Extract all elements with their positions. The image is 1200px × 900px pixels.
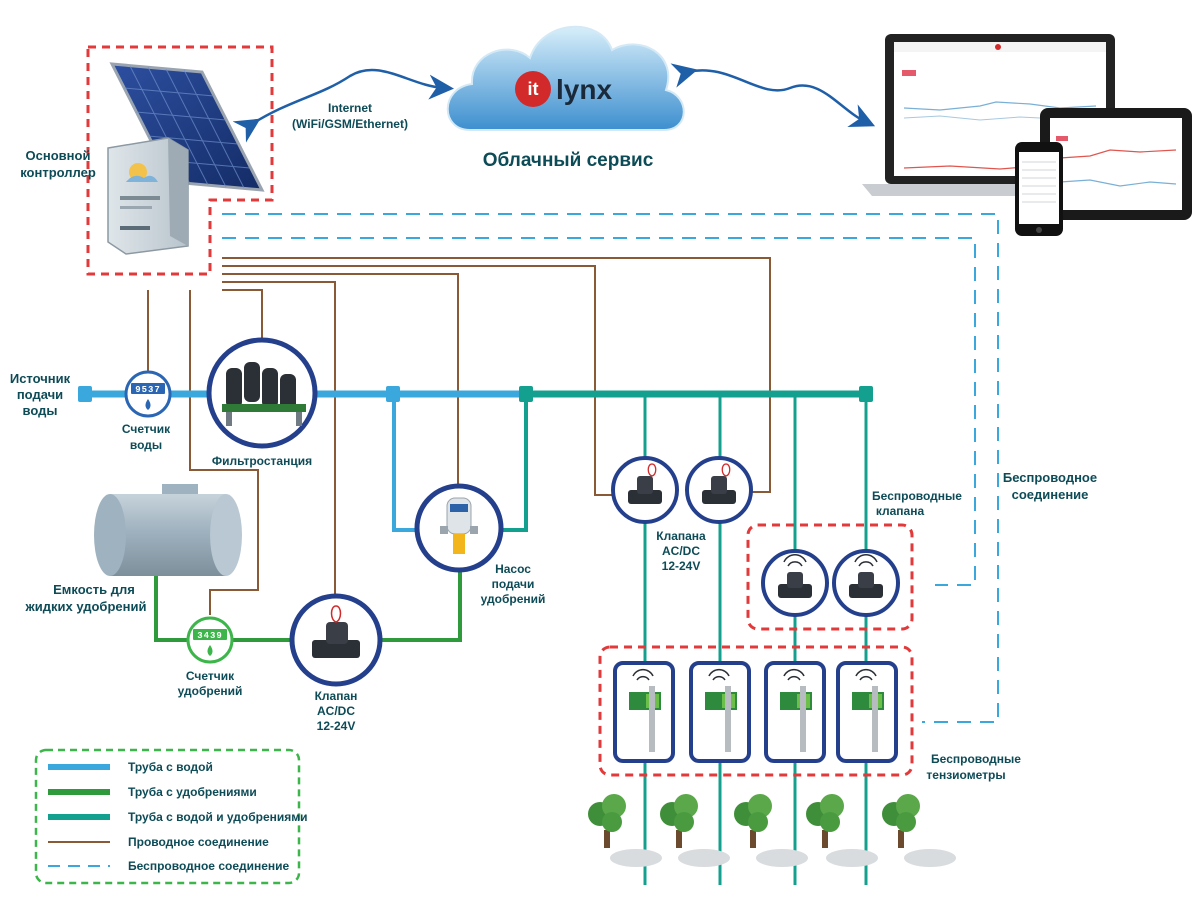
trees <box>588 794 956 867</box>
wireless-link-label-line1: Беспроводное <box>1003 470 1097 485</box>
controller-label-line1: Основной <box>26 148 91 163</box>
wire-zone-valve-2 <box>222 257 771 493</box>
fert-pump-icon <box>414 483 504 573</box>
legend-label-wireless: Беспроводное соединение <box>128 859 290 873</box>
wire-zone-valve-1 <box>222 265 612 496</box>
mix-pipes <box>488 390 868 885</box>
tree-icon <box>882 794 956 867</box>
legend-label-fert: Труба с удобрениями <box>128 785 257 799</box>
controller-box-icon <box>107 137 189 255</box>
tank-label-line1: Емкость для <box>53 582 135 597</box>
fert-meter-label-line2: удобрений <box>178 684 243 698</box>
cloud-brand-lynx: lynx <box>556 74 612 105</box>
pipe-joints <box>78 386 873 402</box>
fert-pipe-line <box>154 576 292 642</box>
fert-valve-label-line3: 12-24V <box>317 719 356 733</box>
zone-valve-1-icon <box>611 456 679 524</box>
fert-valve-icon <box>289 593 383 687</box>
fert-pump-label-line2: подачи <box>492 577 535 591</box>
tensiometers-frame <box>598 645 914 777</box>
tank-label-line2: жидких удобрений <box>25 599 147 614</box>
wireless-valves-label-line1: Беспроводные <box>872 489 962 503</box>
wired-connections <box>147 257 771 615</box>
water-meter-icon <box>124 370 172 418</box>
internet-link-left <box>232 68 454 143</box>
tree-icon <box>734 794 808 867</box>
wireless-link-label-line2: соединение <box>1012 487 1089 502</box>
zone-valves-label-line1: Клапана <box>656 529 706 543</box>
tree-icon <box>806 794 878 867</box>
tensiometer-2-icon <box>689 661 751 763</box>
water-meter-label-line2: воды <box>130 438 162 452</box>
tensiometer-3-icon <box>764 661 826 763</box>
itlynx-logo-badge <box>515 71 551 107</box>
internet-label-line2: (WiFi/GSM/Ethernet) <box>292 117 408 131</box>
tensiometers-label-line2: тензиометры <box>926 768 1005 782</box>
wire-pump <box>222 273 459 490</box>
fert-meter-digits: 3439 <box>197 631 223 641</box>
filter-station-icon <box>206 337 318 449</box>
filter-station-label: Фильтростанция <box>212 454 312 468</box>
controller-label-line2: контроллер <box>20 165 96 180</box>
water-meter-digits: 9537 <box>135 385 161 395</box>
fert-pump-label-line1: Насос <box>495 562 531 576</box>
fert-pump-label-line3: удобрений <box>481 592 546 606</box>
internet-link-right <box>670 63 876 128</box>
water-source-line1: Источник <box>10 371 71 386</box>
internet-label-line1: Internet <box>328 101 372 115</box>
cloud-caption: Облачный сервис <box>483 150 654 171</box>
wireless-to-valves <box>222 213 999 723</box>
tree-icon <box>660 794 730 867</box>
tensiometer-1-icon <box>613 661 675 763</box>
cloud-brand-it: it <box>528 79 539 99</box>
zone-valves-label-line2: AC/DC <box>662 544 700 558</box>
water-source-line2: подачи <box>17 387 63 402</box>
tensiometer-4-icon <box>836 661 898 763</box>
legend-label-mix: Труба с водой и удобрениями <box>128 810 308 824</box>
legend-label-water: Труба с водой <box>128 760 213 774</box>
phone-icon <box>1015 142 1063 236</box>
wireless-valve-1-icon <box>761 549 829 617</box>
legend-label-wired: Проводное соединение <box>128 835 269 849</box>
water-meter-label-line1: Счетчик <box>122 422 171 436</box>
tree-icon <box>588 794 662 867</box>
fert-pipe-to-pump <box>380 565 462 642</box>
fert-pipes <box>154 565 462 642</box>
wireless-valve-2-icon <box>832 549 900 617</box>
wire-fert-meter <box>189 290 259 615</box>
fert-meter-label-line1: Счетчик <box>186 669 235 683</box>
fert-valve-label-line1: Клапан <box>315 689 358 703</box>
wireless-connections <box>222 213 999 723</box>
legend-frame <box>34 748 301 885</box>
zone-valve-2-icon <box>685 456 753 524</box>
wireless-to-tensiometers <box>222 237 976 586</box>
wire-filter <box>222 289 263 338</box>
fert-valve-label-line2: AC/DC <box>317 704 355 718</box>
tablet-icon <box>1040 108 1192 220</box>
wireless-valves-label-line2: клапана <box>876 504 925 518</box>
cloud-icon <box>446 26 685 131</box>
fert-meter-icon <box>186 616 234 664</box>
wire-fert-valve <box>222 281 336 600</box>
devices-illustration <box>862 34 1192 236</box>
legend: Труба с водой Труба с удобрениями Труба … <box>48 760 308 873</box>
wireless-valves-frame <box>746 523 914 631</box>
controller-dashed-frame <box>86 45 274 276</box>
fertilizer-tank-icon <box>94 484 242 576</box>
zone-valves-label-line3: 12-24V <box>662 559 701 573</box>
water-source-line3: воды <box>23 403 58 418</box>
tensiometers-label-line1: Беспроводные <box>931 752 1021 766</box>
